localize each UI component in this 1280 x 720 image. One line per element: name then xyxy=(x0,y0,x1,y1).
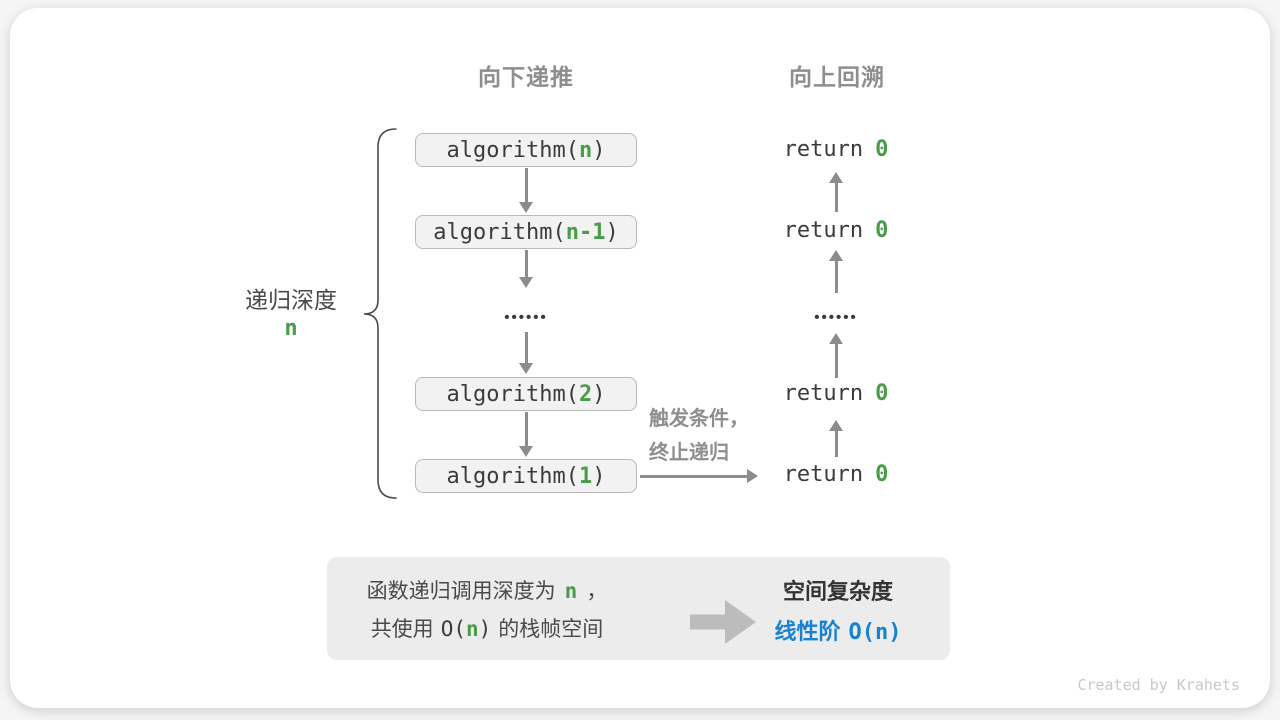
base-case-note-line2: 终止递归 xyxy=(649,442,729,464)
summary-complexity-code: O(n) xyxy=(441,617,492,641)
right-ellipsis: •••••• xyxy=(814,309,858,326)
left-ellipsis: •••••• xyxy=(504,309,548,326)
call-box-close: ) xyxy=(592,463,606,489)
summary-code-close: ) xyxy=(478,617,492,641)
return-keyword: return xyxy=(783,462,864,487)
call-box-name: algorithm( xyxy=(446,381,579,407)
summary-text: 共使用 xyxy=(370,618,434,641)
summary-var-n: n xyxy=(465,617,479,641)
call-box-n: algorithm(n) xyxy=(415,133,637,167)
summary-left-line2: 共使用 O(n) 的栈帧空间 xyxy=(342,615,632,643)
up-arrow xyxy=(829,172,843,212)
return-value: 0 xyxy=(875,381,889,406)
return-keyword: return xyxy=(783,381,864,406)
depth-label: 递归深度 xyxy=(245,287,337,313)
return-statement: return 0 xyxy=(746,217,926,245)
down-arrow xyxy=(519,250,533,288)
summary-text: 的栈帧空间 xyxy=(498,618,604,641)
call-box-arg: 1 xyxy=(578,463,593,489)
base-case-note-line1: 触发条件， xyxy=(649,408,749,430)
space-complexity-title: 空间复杂度 xyxy=(782,579,893,604)
return-statement: return 0 xyxy=(746,461,926,489)
down-arrow xyxy=(519,332,533,374)
return-statement: return 0 xyxy=(746,380,926,408)
call-box-1: algorithm(1) xyxy=(415,459,637,493)
down-arrow xyxy=(519,168,533,213)
depth-brace xyxy=(363,128,397,499)
summary-panel xyxy=(327,557,950,660)
base-case-arrow xyxy=(640,469,758,483)
return-value: 0 xyxy=(875,218,889,243)
return-value: 0 xyxy=(875,462,889,487)
down-arrow xyxy=(519,412,533,457)
call-box-n-1: algorithm(n-1) xyxy=(415,215,637,249)
call-box-name: algorithm( xyxy=(446,463,579,489)
call-box-close: ) xyxy=(592,137,606,163)
call-box-2: algorithm(2) xyxy=(415,377,637,411)
return-keyword: return xyxy=(783,218,864,243)
watermark: Created by Krahets xyxy=(1077,676,1240,694)
return-keyword: return xyxy=(783,137,864,162)
call-box-name: algorithm( xyxy=(433,219,566,245)
space-complexity-value: 线性阶 O(n) xyxy=(738,617,938,647)
complexity-big-o: O(n) xyxy=(848,620,902,645)
header-backtrack-up: 向上回溯 xyxy=(789,64,885,90)
complexity-order-label: 线性阶 xyxy=(774,619,841,644)
call-box-arg: 2 xyxy=(578,381,593,407)
header-recurse-down: 向下递推 xyxy=(478,64,574,90)
depth-value: n xyxy=(284,316,298,341)
return-statement: return 0 xyxy=(746,136,926,164)
up-arrow xyxy=(829,420,843,457)
return-value: 0 xyxy=(875,137,889,162)
call-box-name: algorithm( xyxy=(446,137,579,163)
summary-code-open: O( xyxy=(440,617,466,641)
call-box-close: ) xyxy=(605,219,619,245)
call-box-close: ) xyxy=(592,381,606,407)
up-arrow xyxy=(829,250,843,293)
summary-text: 函数递归调用深度为 xyxy=(366,580,556,603)
summary-var-n: n xyxy=(564,579,578,603)
call-box-arg: n xyxy=(578,137,593,163)
up-arrow xyxy=(829,333,843,378)
call-box-arg: n-1 xyxy=(565,219,606,245)
summary-left-line1: 函数递归调用深度为 n ， xyxy=(342,577,632,605)
summary-text: ， xyxy=(586,580,608,603)
